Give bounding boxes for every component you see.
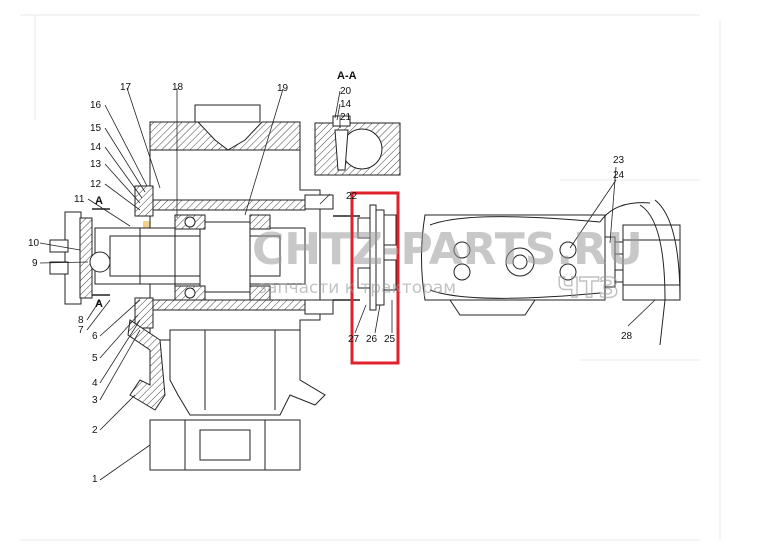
callout-10: 10 xyxy=(28,238,40,249)
callout-19: 19 xyxy=(277,83,289,94)
watermark: CHTZ-PARTS.RU запчасти к тракторам ЧТЗ xyxy=(252,224,643,305)
callout-27: 27 xyxy=(348,334,360,345)
callout-9: 9 xyxy=(32,258,38,269)
callout-21: 21 xyxy=(340,112,352,123)
callout-14-section: 14 xyxy=(340,99,352,110)
leader-lines xyxy=(39,87,656,481)
callout-11: 11 xyxy=(74,194,85,205)
callout-15: 15 xyxy=(90,123,102,134)
callout-labels: 1 2 3 4 5 6 7 8 9 10 11 12 13 14 15 16 1… xyxy=(28,82,633,485)
section-mark-top: A xyxy=(95,195,103,207)
plan-view xyxy=(421,199,681,346)
callout-24: 24 xyxy=(613,170,625,181)
callout-6: 6 xyxy=(92,331,98,342)
callout-4: 4 xyxy=(92,378,98,389)
callout-3: 3 xyxy=(92,395,98,406)
callout-26: 26 xyxy=(366,334,378,345)
section-marks: A A xyxy=(92,195,110,310)
callout-2: 2 xyxy=(92,425,98,436)
callout-12: 12 xyxy=(90,179,102,190)
callout-20: 20 xyxy=(340,86,352,97)
callout-5: 5 xyxy=(92,353,98,364)
callout-7: 7 xyxy=(78,325,84,336)
section-mark-bottom: A xyxy=(95,298,103,310)
section-aa-detail xyxy=(314,115,401,176)
callout-1: 1 xyxy=(92,474,98,485)
callout-25: 25 xyxy=(384,334,396,345)
callout-23: 23 xyxy=(613,155,625,166)
callout-22: 22 xyxy=(346,191,358,202)
watermark-brand: CHTZ-PARTS.RU xyxy=(252,224,643,275)
highlight-box xyxy=(350,191,400,365)
bolt-group-25-27 xyxy=(357,204,397,311)
background-faint-lines xyxy=(20,14,721,541)
final-drive-assembly xyxy=(49,104,360,471)
watermark-tagline: запчасти к тракторам xyxy=(258,278,456,298)
section-title: A-A xyxy=(337,70,357,82)
callout-16: 16 xyxy=(90,100,102,111)
callout-8: 8 xyxy=(78,315,84,326)
callout-14: 14 xyxy=(90,142,102,153)
callout-13: 13 xyxy=(90,159,102,170)
callout-18: 18 xyxy=(172,82,184,93)
callout-28: 28 xyxy=(621,331,633,342)
watermark-tag: ЧТЗ xyxy=(557,271,619,304)
callout-17: 17 xyxy=(120,82,132,93)
